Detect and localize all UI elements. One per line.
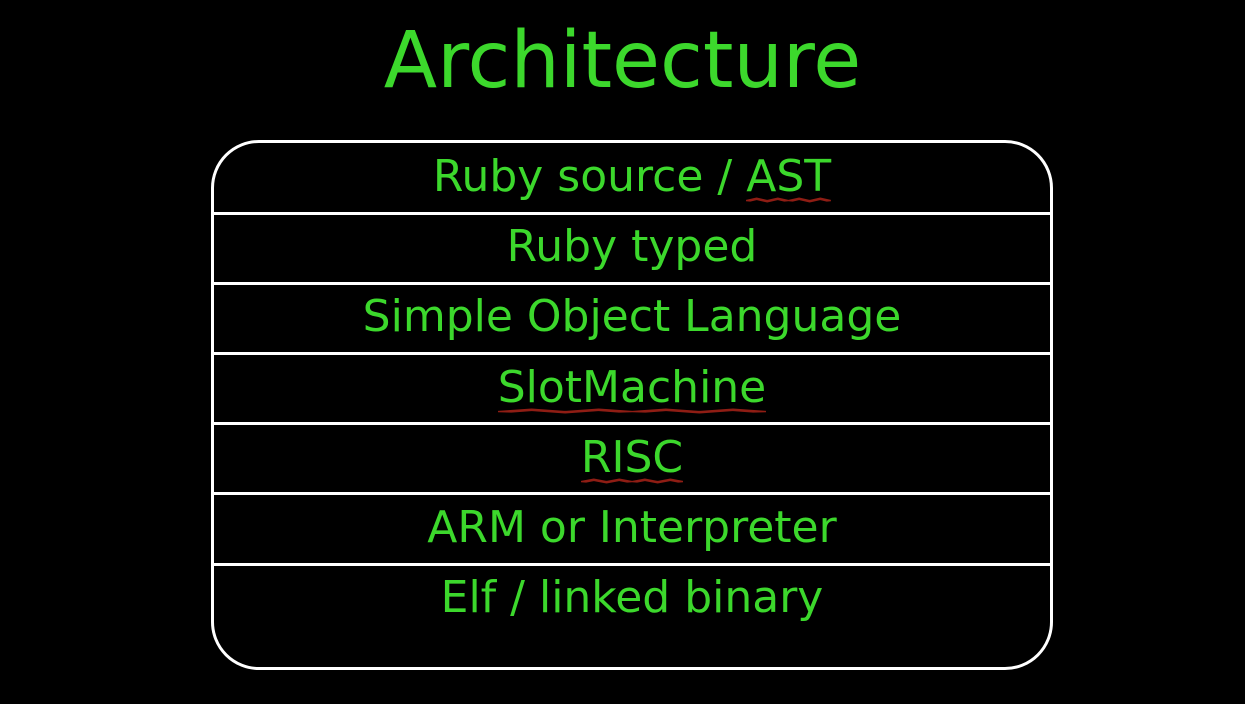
stack-row-label: Elf / linked binary (440, 572, 824, 624)
page-title: Architecture (383, 16, 862, 106)
stack-row-label: Ruby source / AST (433, 155, 832, 204)
misspelled-word: SlotMachine (497, 365, 767, 414)
stack-row: Simple Object Language (211, 281, 1053, 353)
stack-row-label: RISC (580, 435, 684, 484)
misspelled-word-text: SlotMachine (497, 361, 767, 413)
misspelled-word-text: AST (746, 151, 832, 203)
stack-row-label: ARM or Interpreter (427, 502, 837, 554)
stack-row-text: Ruby source / (432, 151, 747, 203)
stack-row: Ruby typed (211, 211, 1053, 283)
stack-row-label: Simple Object Language (362, 291, 902, 343)
misspelled-word: RISC (580, 435, 684, 484)
stack-row: Elf / linked binary (211, 562, 1053, 634)
misspelled-word-text: RISC (580, 431, 684, 483)
stack-row: ARM or Interpreter (211, 492, 1053, 564)
stack-row: Ruby source / AST (214, 143, 1050, 213)
misspelled-word: AST (746, 155, 832, 204)
stack-row: RISC (211, 422, 1053, 494)
stack-row-label: SlotMachine (497, 365, 767, 414)
stack-row: SlotMachine (211, 352, 1053, 424)
stack-row-label: Ruby typed (506, 221, 758, 273)
